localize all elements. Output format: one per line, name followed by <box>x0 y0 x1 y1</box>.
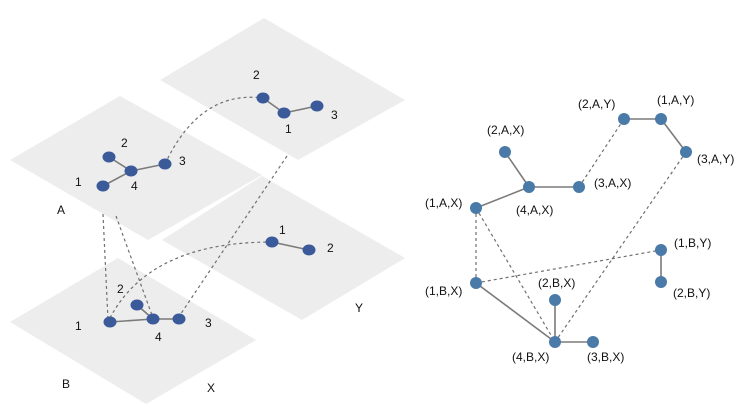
label-BY-2: 2 <box>327 241 334 255</box>
node-AY-1 <box>277 107 291 119</box>
node-4BX <box>549 336 561 348</box>
edge-3AX-2AY <box>578 118 625 188</box>
plane-label-A: A <box>57 203 65 217</box>
node-AX-3 <box>158 158 172 170</box>
label-3AY: (3,A,Y) <box>697 152 734 166</box>
label-AX-2: 2 <box>121 136 128 150</box>
node-2BX <box>549 294 561 306</box>
node-BX-3 <box>172 313 186 325</box>
node-BY-2 <box>302 244 316 256</box>
node-1AX <box>470 202 482 214</box>
node-BX-4 <box>146 313 160 325</box>
label-AX-1: 1 <box>75 175 82 189</box>
label-1AX: (1,A,X) <box>425 196 462 210</box>
node-BX-1 <box>103 316 117 328</box>
label-1BX: (1,B,X) <box>425 284 462 298</box>
node-2BY <box>655 276 667 288</box>
label-AX-4: 4 <box>131 179 138 193</box>
label-1AY: (1,A,Y) <box>657 93 694 107</box>
plane-label-B: B <box>62 377 70 391</box>
plane-label-Y: Y <box>355 301 363 315</box>
node-AY-2 <box>256 92 270 104</box>
edge-1BX-4BX <box>475 282 556 343</box>
edge-3AY-4BX <box>554 151 687 343</box>
label-AY-3: 3 <box>331 108 338 122</box>
left-link-B1-BY1 <box>109 241 273 319</box>
label-2AX: (2,A,X) <box>487 123 524 137</box>
node-1BY <box>655 244 667 256</box>
label-2BX: (2,B,X) <box>538 276 575 290</box>
plane-B-X <box>10 258 256 404</box>
label-4BX: (4,B,X) <box>512 350 549 364</box>
node-3AY <box>680 146 692 158</box>
node-AY-3 <box>310 100 324 112</box>
label-AX-3: 3 <box>179 154 186 168</box>
plane-B-Y <box>162 176 405 320</box>
edge-1AX-4BX <box>475 207 556 343</box>
label-4AX: (4,A,X) <box>516 203 553 217</box>
label-3BX: (3,B,X) <box>587 350 624 364</box>
edge-1AY-3AY <box>660 118 687 153</box>
node-BX-2 <box>130 299 144 311</box>
node-AX-4 <box>124 165 138 177</box>
left-link-A1-B4 <box>115 215 154 319</box>
label-BX-2: 2 <box>117 282 124 296</box>
label-BY-1: 1 <box>279 223 286 237</box>
label-BX-1: 1 <box>75 319 82 333</box>
node-1BX <box>470 277 482 289</box>
label-1BY: (1,B,Y) <box>674 236 711 250</box>
node-3BX <box>587 336 599 348</box>
label-BX-4: 4 <box>155 330 162 344</box>
node-AX-1 <box>96 180 110 192</box>
label-BX-3: 3 <box>205 316 212 330</box>
node-BY-1 <box>265 236 279 248</box>
label-2AY: (2,A,Y) <box>578 97 615 111</box>
node-1AY <box>655 113 667 125</box>
right-figure: (2,A,X) (4,A,X) (3,A,X) (1,A,X) (2,A,Y) … <box>425 93 734 364</box>
edge-1BX-1BY <box>475 249 662 284</box>
label-2BY: (2,B,Y) <box>673 286 710 300</box>
left-link-A3-AY2 <box>164 96 264 165</box>
edge-4AX-1AX <box>475 186 530 209</box>
edge-2AX-4AX <box>504 151 530 188</box>
node-AX-2 <box>102 151 116 163</box>
label-3AX: (3,A,X) <box>594 176 631 190</box>
label-AY-1: 1 <box>285 122 292 136</box>
left-figure: A B Y X 1 2 3 4 1 2 3 <box>10 18 405 404</box>
plane-label-X: X <box>207 381 215 395</box>
left-link-AY3-B4 <box>177 155 288 319</box>
node-2AY <box>618 113 630 125</box>
label-AY-2: 2 <box>253 68 260 82</box>
edge-BX-1-4 <box>109 318 154 323</box>
node-3AX <box>573 181 585 193</box>
node-2AX <box>499 146 511 158</box>
plane-A-Y <box>160 18 405 160</box>
node-4AX <box>523 181 535 193</box>
